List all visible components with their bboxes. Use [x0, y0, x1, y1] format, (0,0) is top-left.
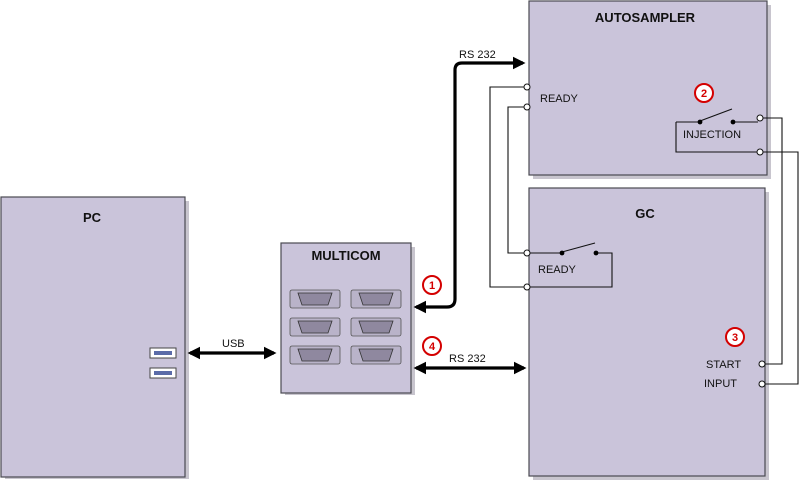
serial-port-icon: [350, 289, 402, 309]
injection-wiring: [675, 108, 799, 385]
gc-ready-label: READY: [538, 264, 577, 276]
svg-text:1: 1: [429, 280, 435, 292]
svg-text:4: 4: [429, 341, 436, 353]
serial-port-icon: [350, 345, 402, 365]
gc-box: GC READY START INPUT: [528, 187, 766, 477]
pc-title: PC: [83, 210, 102, 225]
usb-port-icon: [149, 347, 177, 359]
start-label: START: [706, 359, 741, 371]
rs232-gc-label: RS 232: [449, 353, 486, 365]
badge-4: 4: [422, 336, 442, 356]
badge-3: 3: [725, 327, 745, 347]
serial-port-icon: [289, 289, 341, 309]
multicom-title: MULTICOM: [311, 248, 380, 263]
pc-box: PC: [0, 196, 186, 478]
autosampler-title: AUTOSAMPLER: [595, 10, 696, 25]
serial-port-icon: [289, 317, 341, 337]
rs232-autosampler-label: RS 232: [459, 49, 496, 61]
serial-port-icon: [350, 317, 402, 337]
rs232-autosampler-connection: RS 232: [413, 49, 526, 314]
input-label: INPUT: [704, 378, 737, 390]
svg-text:3: 3: [732, 332, 738, 344]
autosampler-ready-label: READY: [540, 93, 579, 105]
multicom-box: MULTICOM: [280, 242, 412, 394]
autosampler-box: AUTOSAMPLER READY INJECTION: [528, 0, 768, 176]
usb-port-icon: [149, 367, 177, 379]
rs232-gc-connection: RS 232: [413, 353, 527, 375]
svg-text:2: 2: [701, 88, 707, 100]
badge-2: 2: [694, 83, 714, 103]
gc-title: GC: [635, 206, 655, 221]
usb-connection: USB: [187, 338, 277, 360]
badge-1: 1: [422, 275, 442, 295]
injection-label: INJECTION: [683, 129, 741, 141]
serial-ports: [289, 289, 402, 365]
usb-label: USB: [222, 338, 245, 350]
serial-port-icon: [289, 345, 341, 365]
